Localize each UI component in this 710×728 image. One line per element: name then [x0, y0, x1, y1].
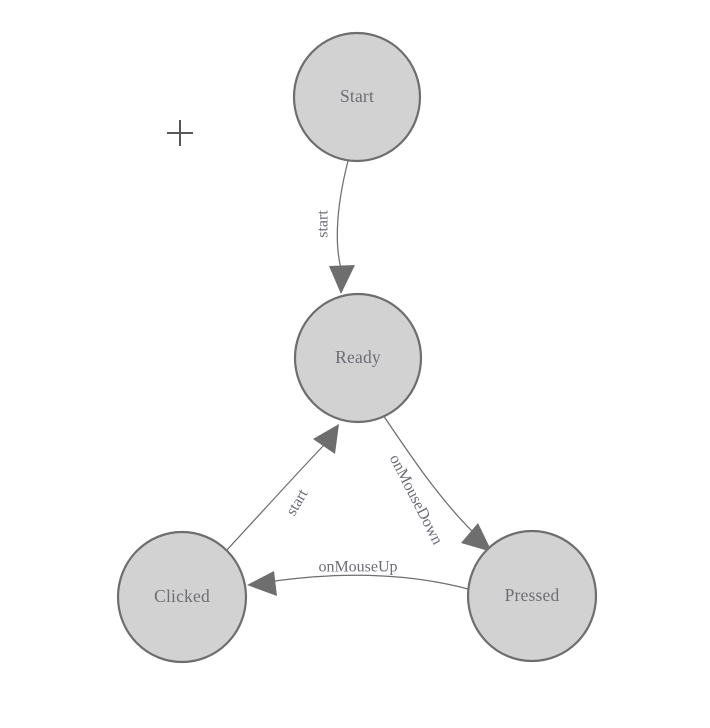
edge-pressed-to-clicked[interactable]: onMouseUp [247, 559, 469, 596]
edge-line[interactable] [382, 414, 476, 535]
edge-line[interactable] [336, 160, 349, 273]
edge-line[interactable] [225, 443, 326, 552]
arrowhead-icon [329, 265, 355, 294]
arrowhead-icon [247, 571, 277, 596]
node-shape-pressed[interactable] [466, 529, 598, 663]
node-pressed[interactable]: Pressed [466, 529, 598, 663]
node-shape-clicked[interactable] [116, 530, 248, 664]
node-shape-ready[interactable] [293, 292, 423, 424]
node-start[interactable]: Start [292, 31, 422, 163]
node-clicked[interactable]: Clicked [116, 530, 248, 664]
node-ready[interactable]: Ready [293, 292, 423, 424]
node-shape-start[interactable] [292, 31, 422, 163]
nodes-layer: Start Ready Clicked Pressed [116, 31, 598, 664]
crosshair-icon[interactable] [167, 120, 193, 146]
arrowhead-icon [313, 424, 339, 454]
edge-label-start: start [315, 210, 332, 238]
node-label-ready: Ready [335, 347, 381, 367]
node-label-start: Start [340, 86, 374, 106]
edge-label-onmouseup: onMouseUp [318, 559, 397, 576]
node-label-pressed: Pressed [505, 585, 560, 605]
edge-start-to-ready[interactable]: start [315, 160, 355, 294]
arrowhead-icon [461, 523, 492, 552]
node-label-clicked: Clicked [154, 586, 210, 606]
edge-line[interactable] [267, 574, 469, 590]
